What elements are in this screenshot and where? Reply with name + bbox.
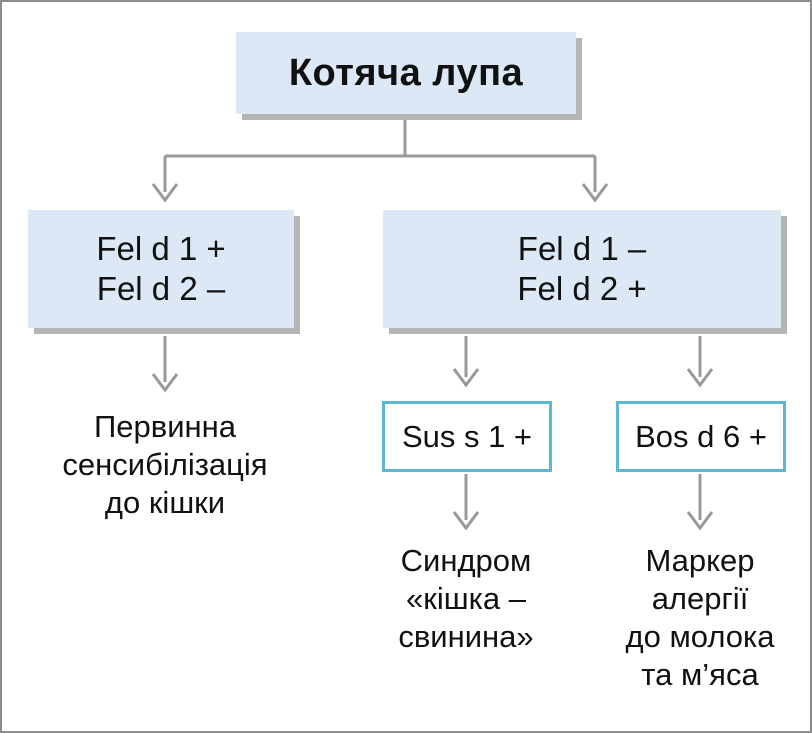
left-outcome-line: сенсибілізація (62, 447, 268, 482)
arrowhead-left-outcome (151, 373, 179, 393)
bos-outcome: Маркер алергії до молока та м’яса (598, 542, 802, 694)
sus-outcome-line: Синдром (400, 543, 532, 578)
sus-marker-label: Sus s 1 + (401, 418, 533, 454)
left-outcome-line: до кішки (104, 485, 226, 520)
arrowhead-left-node (151, 183, 179, 203)
sus-outcome-line: «кішка – (406, 581, 526, 616)
bos-outcome-line: Маркер (645, 543, 755, 578)
left-node-line1: Fel d 1 + (96, 230, 226, 267)
left-outcome: Первинна сенсибілізація до кішки (40, 408, 290, 522)
bos-outcome-line: алергії (651, 581, 749, 616)
arrowhead-right-node (581, 183, 609, 203)
root-title: Котяча лупа (288, 51, 524, 94)
bos-outcome-line: до молока (625, 619, 775, 654)
left-outcome-line: Первинна (93, 409, 237, 444)
left-node: Fel d 1 + Fel d 2 – (28, 210, 294, 328)
sus-marker-box: Sus s 1 + (382, 401, 552, 472)
arrowhead-sus-outcome (452, 511, 480, 531)
right-node-line1: Fel d 1 – (517, 230, 647, 267)
arrowhead-bos-outcome (686, 511, 714, 531)
sus-outcome-line: свинина» (398, 619, 534, 654)
right-node: Fel d 1 – Fel d 2 + (383, 210, 781, 328)
left-node-line2: Fel d 2 – (96, 270, 226, 307)
right-node-line2: Fel d 2 + (517, 270, 647, 307)
bos-marker-box: Bos d 6 + (616, 401, 786, 472)
sus-outcome: Синдром «кішка – свинина» (366, 542, 566, 656)
root-node: Котяча лупа (236, 32, 576, 114)
arrowhead-sus (452, 368, 480, 388)
bos-outcome-line: та м’яса (641, 657, 759, 692)
arrowhead-bos (686, 368, 714, 388)
bos-marker-label: Bos d 6 + (635, 418, 767, 454)
